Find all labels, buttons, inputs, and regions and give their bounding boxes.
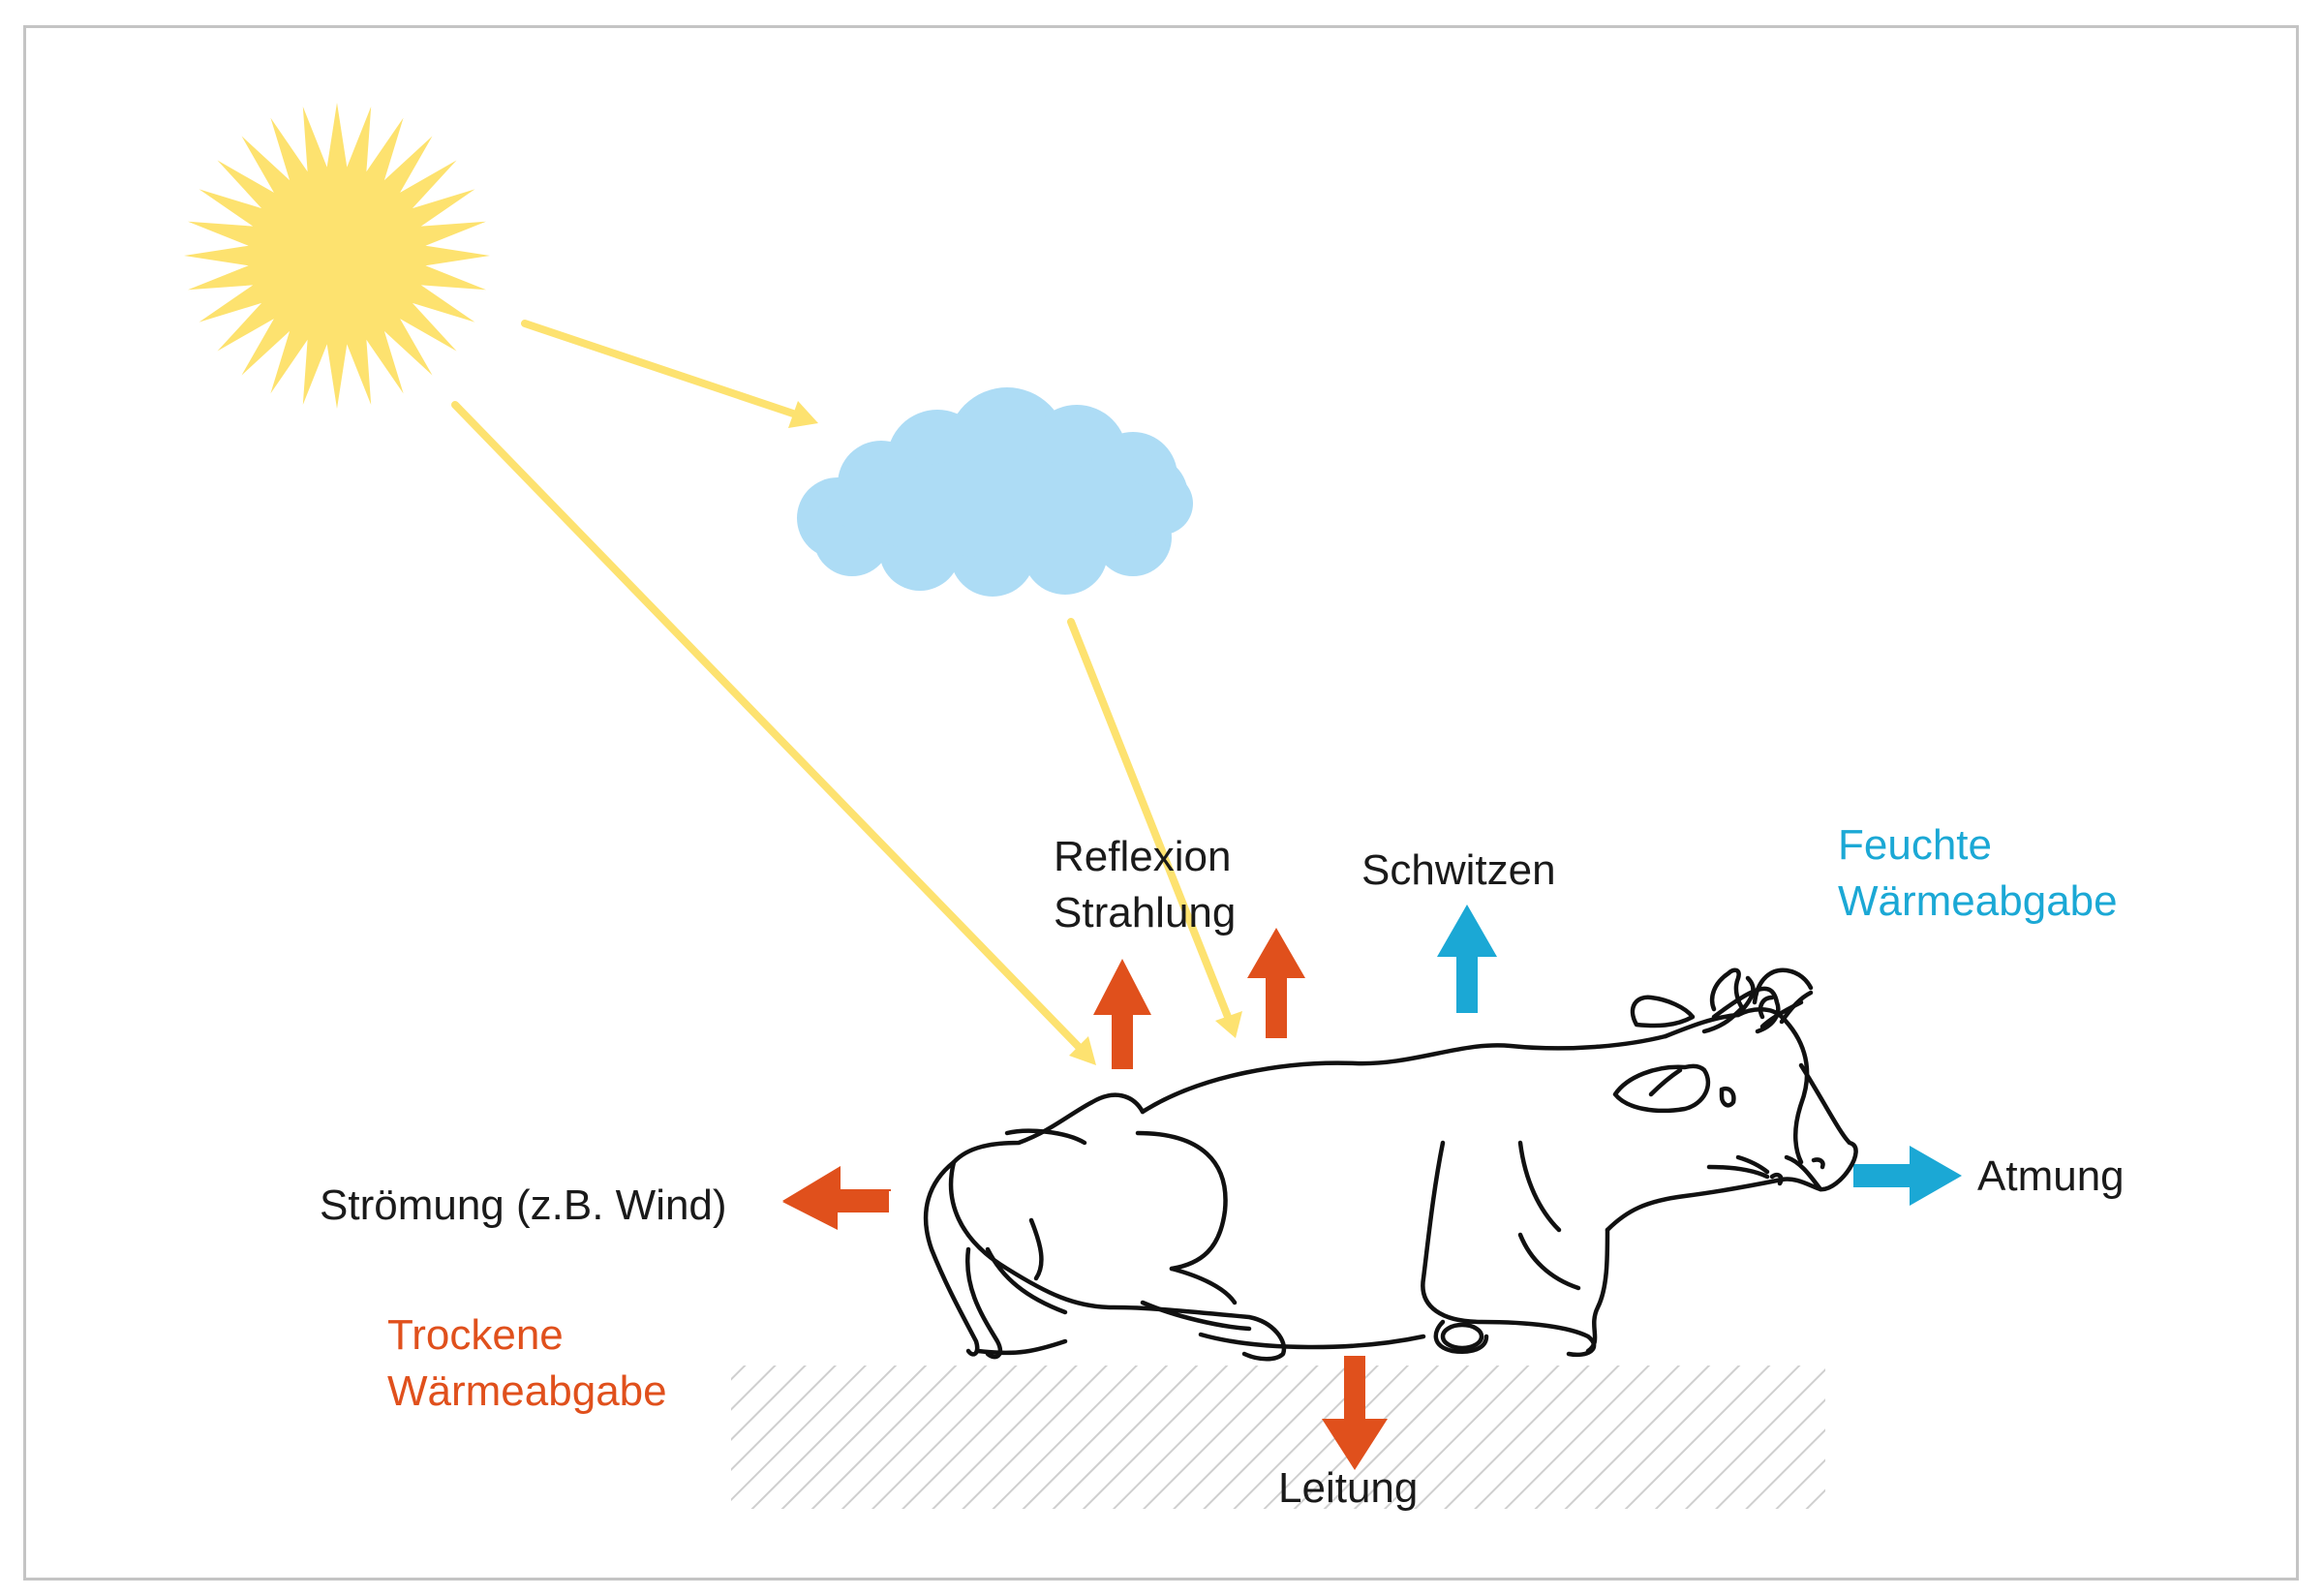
cow-icon — [923, 967, 1858, 1362]
stroemung-arrow-head — [782, 1174, 889, 1230]
label-leitung: Leitung — [1278, 1464, 1419, 1512]
label-waermeabgabe-trocken: Wärmeabgabe — [387, 1367, 667, 1415]
label-reflexion-strahlung: Reflexion Strahlung — [1054, 829, 1236, 941]
label-feuchte-waermeabgabe: Feuchte Wärmeabgabe — [1838, 817, 2118, 930]
ray-cloud-to-cow — [1067, 618, 1232, 1021]
label-waermeabgabe-feucht: Wärmeabgabe — [1838, 877, 2118, 925]
sun-icon — [184, 103, 490, 409]
sun-ray-arrows — [451, 320, 1242, 1065]
label-atmung: Atmung — [1977, 1152, 2125, 1200]
leitung-arrow — [1322, 1356, 1388, 1470]
reflexion-arrow-1 — [1093, 959, 1151, 1069]
schwitzen-arrow — [1437, 905, 1497, 1013]
ray-sun-to-cloud — [521, 320, 800, 418]
label-trockene-waermeabgabe: Trockene Wärmeabgabe — [387, 1307, 667, 1420]
reflexion-arrow-2 — [1247, 928, 1305, 1038]
label-stroemung: Strömung (z.B. Wind) — [320, 1182, 727, 1229]
atmung-arrow — [1853, 1146, 1962, 1206]
ground-hatch — [731, 1366, 1825, 1509]
label-reflexion: Reflexion — [1054, 833, 1232, 880]
cloud-icon — [797, 387, 1193, 597]
label-strahlung: Strahlung — [1054, 889, 1237, 936]
label-schwitzen: Schwitzen — [1361, 846, 1556, 894]
label-feuchte: Feuchte — [1838, 821, 1992, 869]
ray-sun-to-cow — [451, 401, 1084, 1052]
moist-heat-arrows — [1437, 905, 1962, 1206]
label-trockene: Trockene — [387, 1311, 564, 1359]
